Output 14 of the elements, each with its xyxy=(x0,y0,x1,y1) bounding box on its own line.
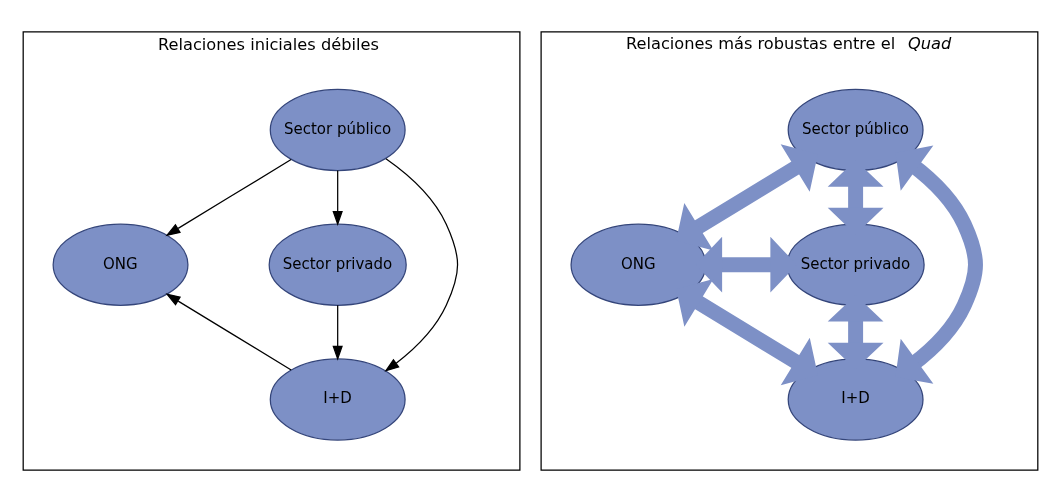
node-ellipse: I+D xyxy=(787,357,924,441)
arrow xyxy=(165,292,292,371)
node-ellipse: Sector privado xyxy=(268,223,407,306)
arrow xyxy=(676,278,818,385)
arrow xyxy=(676,143,818,250)
arrow xyxy=(165,158,292,236)
node-ellipse: ONG xyxy=(570,223,707,306)
arrow xyxy=(332,304,343,361)
arrow xyxy=(384,157,459,372)
arrow xyxy=(332,169,343,226)
node-ellipse: Sector privado xyxy=(786,223,925,306)
arrow xyxy=(895,145,983,384)
node-ellipse: Sector público xyxy=(269,88,406,171)
node-ellipse: Sector público xyxy=(787,88,924,171)
